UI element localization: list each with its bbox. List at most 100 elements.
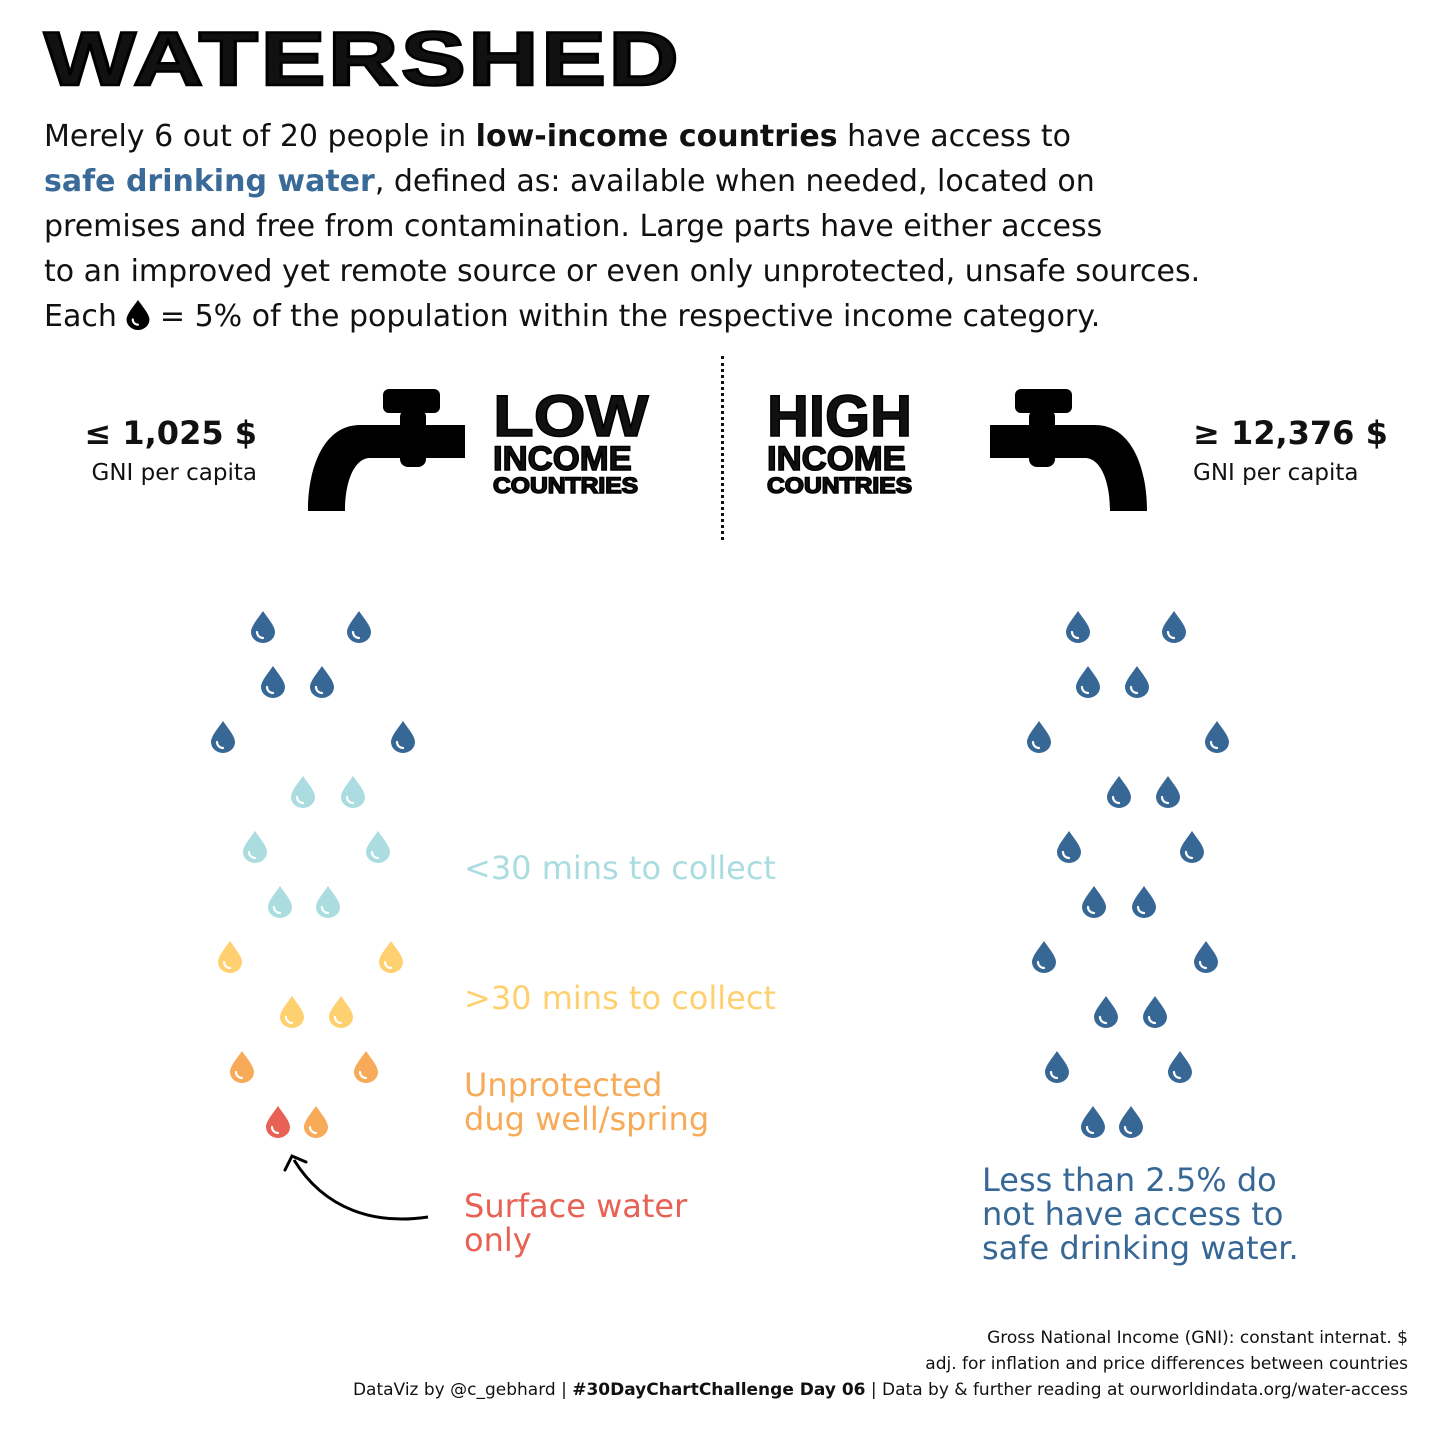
drop-low-9	[243, 831, 267, 863]
drop-high-7	[1107, 776, 1131, 808]
drop-highlight	[1209, 740, 1219, 750]
drop-high-5	[1027, 721, 1051, 753]
drop-high-4	[1125, 666, 1149, 698]
drop-highlight	[1111, 795, 1121, 805]
drop-low-10	[366, 831, 390, 863]
drop-low-20	[266, 1106, 290, 1138]
drop-highlight	[234, 1070, 244, 1080]
label-unprotected-1: Unprotected	[464, 1066, 663, 1104]
drop-high-2	[1162, 611, 1186, 643]
drop-low-14	[379, 941, 403, 973]
drop-low-5	[211, 721, 235, 753]
drop-high-10	[1180, 831, 1204, 863]
drop-low-4	[310, 666, 334, 698]
intro-text-3: , defined as: available when needed, loc…	[374, 164, 1095, 199]
drop-high-9	[1057, 831, 1081, 863]
arrow-icon	[283, 1154, 429, 1221]
label-gt30: >30 mins to collect	[464, 979, 776, 1017]
page-title: WATERSHED	[42, 17, 682, 102]
label-lt30: <30 mins to collect	[464, 849, 776, 887]
footer-adjustment-note: adj. for inflation and price differences…	[925, 1354, 1408, 1374]
drop-highlight	[1049, 1070, 1059, 1080]
drop-highlight	[265, 685, 275, 695]
drop-highlight	[215, 740, 225, 750]
intro-text-5: to an improved yet remote source or even…	[44, 254, 1201, 289]
drop-highlight	[320, 905, 330, 915]
faucet-icon-low	[308, 389, 465, 511]
drop-highlight	[1036, 960, 1046, 970]
drop-high-16	[1143, 996, 1167, 1028]
high-heading-3: COUNTRIES	[766, 473, 913, 498]
intro-text-4: premises and free from contamination. La…	[44, 209, 1103, 244]
drop-low-13	[218, 941, 242, 973]
intro-text-1: Merely 6 out of 20 people in	[44, 119, 476, 154]
drop-highlight	[1172, 1070, 1182, 1080]
drop-high-15	[1094, 996, 1118, 1028]
drop-highlight	[1070, 630, 1080, 640]
label-surface-2: only	[464, 1221, 532, 1259]
footer-source: | Data by & further reading at ourworldi…	[865, 1380, 1408, 1400]
drop-highlight	[1184, 850, 1194, 860]
low-gni-label: GNI per capita	[91, 460, 257, 486]
footer-credits: DataViz by @c_gebhard | #30DayChartChall…	[353, 1380, 1408, 1400]
footer-gni-note: Gross National Income (GNI): constant in…	[987, 1328, 1408, 1348]
drop-low-3	[261, 666, 285, 698]
drop-highlight	[383, 960, 393, 970]
drop-highlight	[333, 1015, 343, 1025]
drop-high-12	[1132, 886, 1156, 918]
drop-low-11	[268, 886, 292, 918]
intro-text-6a: Each	[44, 299, 127, 334]
drop-high-14	[1194, 941, 1218, 973]
high-heading-2: INCOME	[766, 440, 906, 478]
intro-highlight: safe drinking water	[44, 164, 375, 199]
divider	[721, 356, 724, 540]
drop-highlight	[1166, 630, 1176, 640]
drop-low-12	[316, 886, 340, 918]
drop-highlight	[295, 795, 305, 805]
drop-highlight	[272, 905, 282, 915]
low-gni-value: ≤ 1,025 $	[84, 414, 257, 452]
drop-high-11	[1082, 886, 1106, 918]
intro-text-6b: = 5% of the population within the respec…	[150, 299, 1101, 334]
low-heading-2: INCOME	[492, 440, 632, 478]
drop-highlight	[1160, 795, 1170, 805]
drop-high-8	[1156, 776, 1180, 808]
high-note-2: not have access to	[982, 1195, 1284, 1233]
drop-high-13	[1032, 941, 1056, 973]
faucet-icon-high	[990, 389, 1147, 511]
drop-low-6	[391, 721, 415, 753]
drop-highlight	[395, 740, 405, 750]
drop-low-7	[291, 776, 315, 808]
drop-highlight	[1136, 905, 1146, 915]
drop-high-18	[1168, 1051, 1192, 1083]
drop-highlight	[1147, 1015, 1157, 1025]
drop-highlight	[1086, 905, 1096, 915]
drop-highlight	[1080, 685, 1090, 695]
drop-low-2	[347, 611, 371, 643]
drop-highlight	[370, 850, 380, 860]
drop-highlight	[270, 1125, 280, 1135]
low-heading-1: LOW	[492, 384, 649, 449]
high-gni-value: ≥ 12,376 $	[1193, 414, 1388, 452]
high-gni-label: GNI per capita	[1193, 460, 1359, 486]
label-unprotected-2: dug well/spring	[464, 1100, 710, 1138]
drop-highlight	[1085, 1125, 1095, 1135]
footer-author: DataViz by @c_gebhard |	[352, 1380, 573, 1400]
drop-highlight	[1123, 1125, 1133, 1135]
drop-low-17	[230, 1051, 254, 1083]
drop-highlight	[314, 685, 324, 695]
drop-high-19	[1081, 1106, 1105, 1138]
intro-text-2: have access to	[837, 119, 1071, 154]
drop-highlight	[1061, 850, 1071, 860]
drop-high-6	[1205, 721, 1229, 753]
high-heading-1: HIGH	[766, 384, 913, 449]
high-note-1: Less than 2.5% do	[982, 1161, 1277, 1199]
label-surface-1: Surface water	[464, 1187, 688, 1225]
drop-highlight	[1198, 960, 1208, 970]
drop-highlight	[284, 1015, 294, 1025]
drop-icon	[126, 300, 150, 330]
drop-low-1	[251, 611, 275, 643]
drop-high-20	[1119, 1106, 1143, 1138]
drop-highlight	[255, 630, 265, 640]
